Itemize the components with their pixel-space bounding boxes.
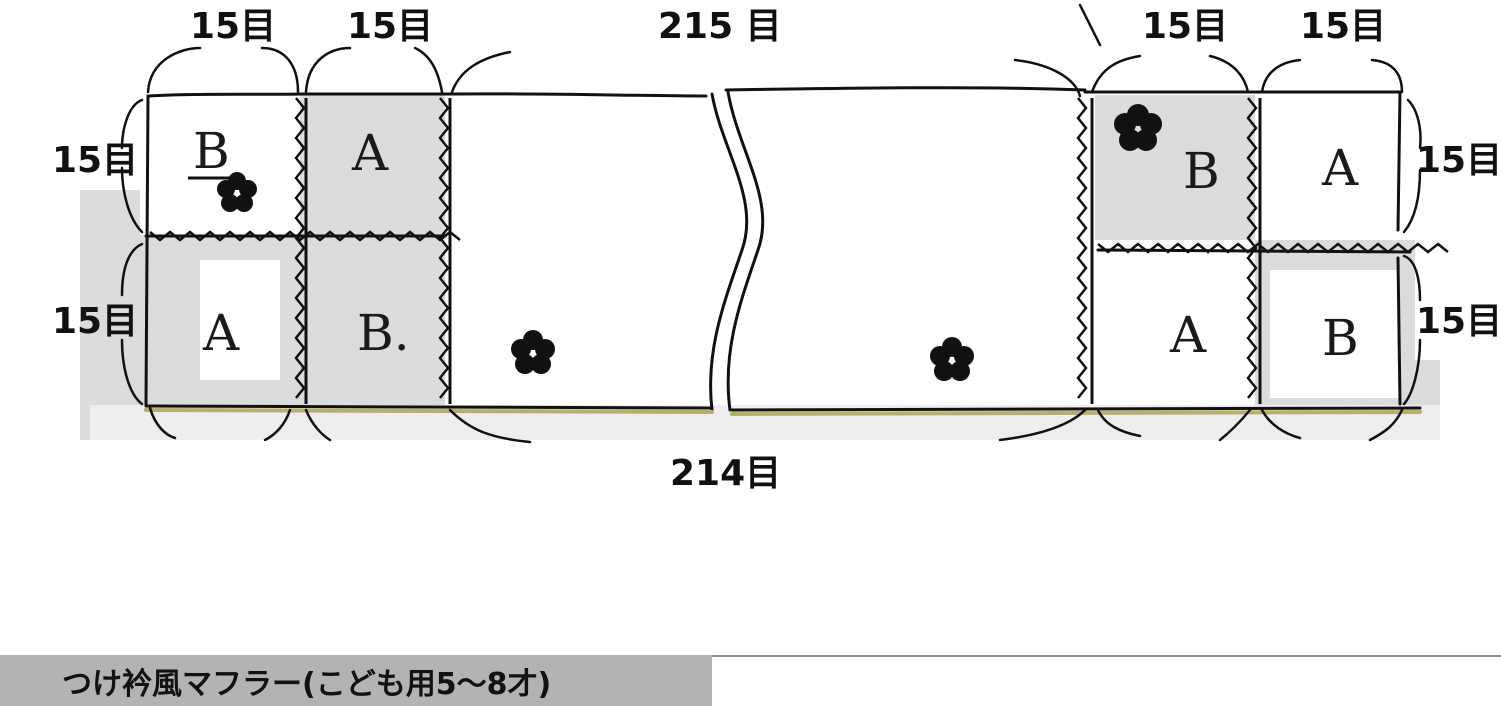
white-squares <box>150 98 1402 400</box>
top-width-label: 215 目 <box>658 6 782 47</box>
side-stitch-label: 15目 <box>1416 301 1501 342</box>
cell-letter: B <box>1183 142 1220 200</box>
top-stitch-label: 15目 <box>1300 6 1386 47</box>
flower-icon <box>217 172 257 212</box>
flower-icon <box>930 337 974 381</box>
pattern-title-text: つけ衿風マフラー(こども用5～8才) <box>62 666 552 702</box>
cell-letter: B. <box>357 304 410 362</box>
dimension-curves <box>120 3 1422 444</box>
flower-icon <box>511 330 555 374</box>
cell-letter: A <box>351 124 389 182</box>
bottom-width-label: 214目 <box>670 453 781 494</box>
top-stitch-label: 15目 <box>1142 6 1228 47</box>
join-seams <box>149 97 1449 404</box>
title-divider <box>712 655 1501 657</box>
top-stitch-label: 15目 <box>190 6 276 47</box>
side-stitch-label: 15目 <box>52 301 138 342</box>
side-stitch-label: 15目 <box>1416 140 1501 181</box>
flower-icon <box>1114 104 1162 151</box>
cell-letter: B <box>1322 309 1359 367</box>
cell-letter: B <box>193 122 230 180</box>
flower-motifs <box>217 104 1162 381</box>
cell-letter: A <box>1169 306 1207 364</box>
cell-letter: A <box>202 304 240 362</box>
cell-letter: A <box>1321 139 1359 197</box>
pattern-title: つけ衿風マフラー(こども用5～8才) <box>0 655 712 706</box>
dimension-labels: 15目 15目 215 目 15目 15目 15目 15目 15目 15目 21… <box>52 6 1501 494</box>
top-stitch-label: 15目 <box>347 6 433 47</box>
bottom-seam <box>144 404 1422 416</box>
cell-letters: B A A B. B A A B <box>188 122 1359 367</box>
side-stitch-label: 15目 <box>52 140 138 181</box>
